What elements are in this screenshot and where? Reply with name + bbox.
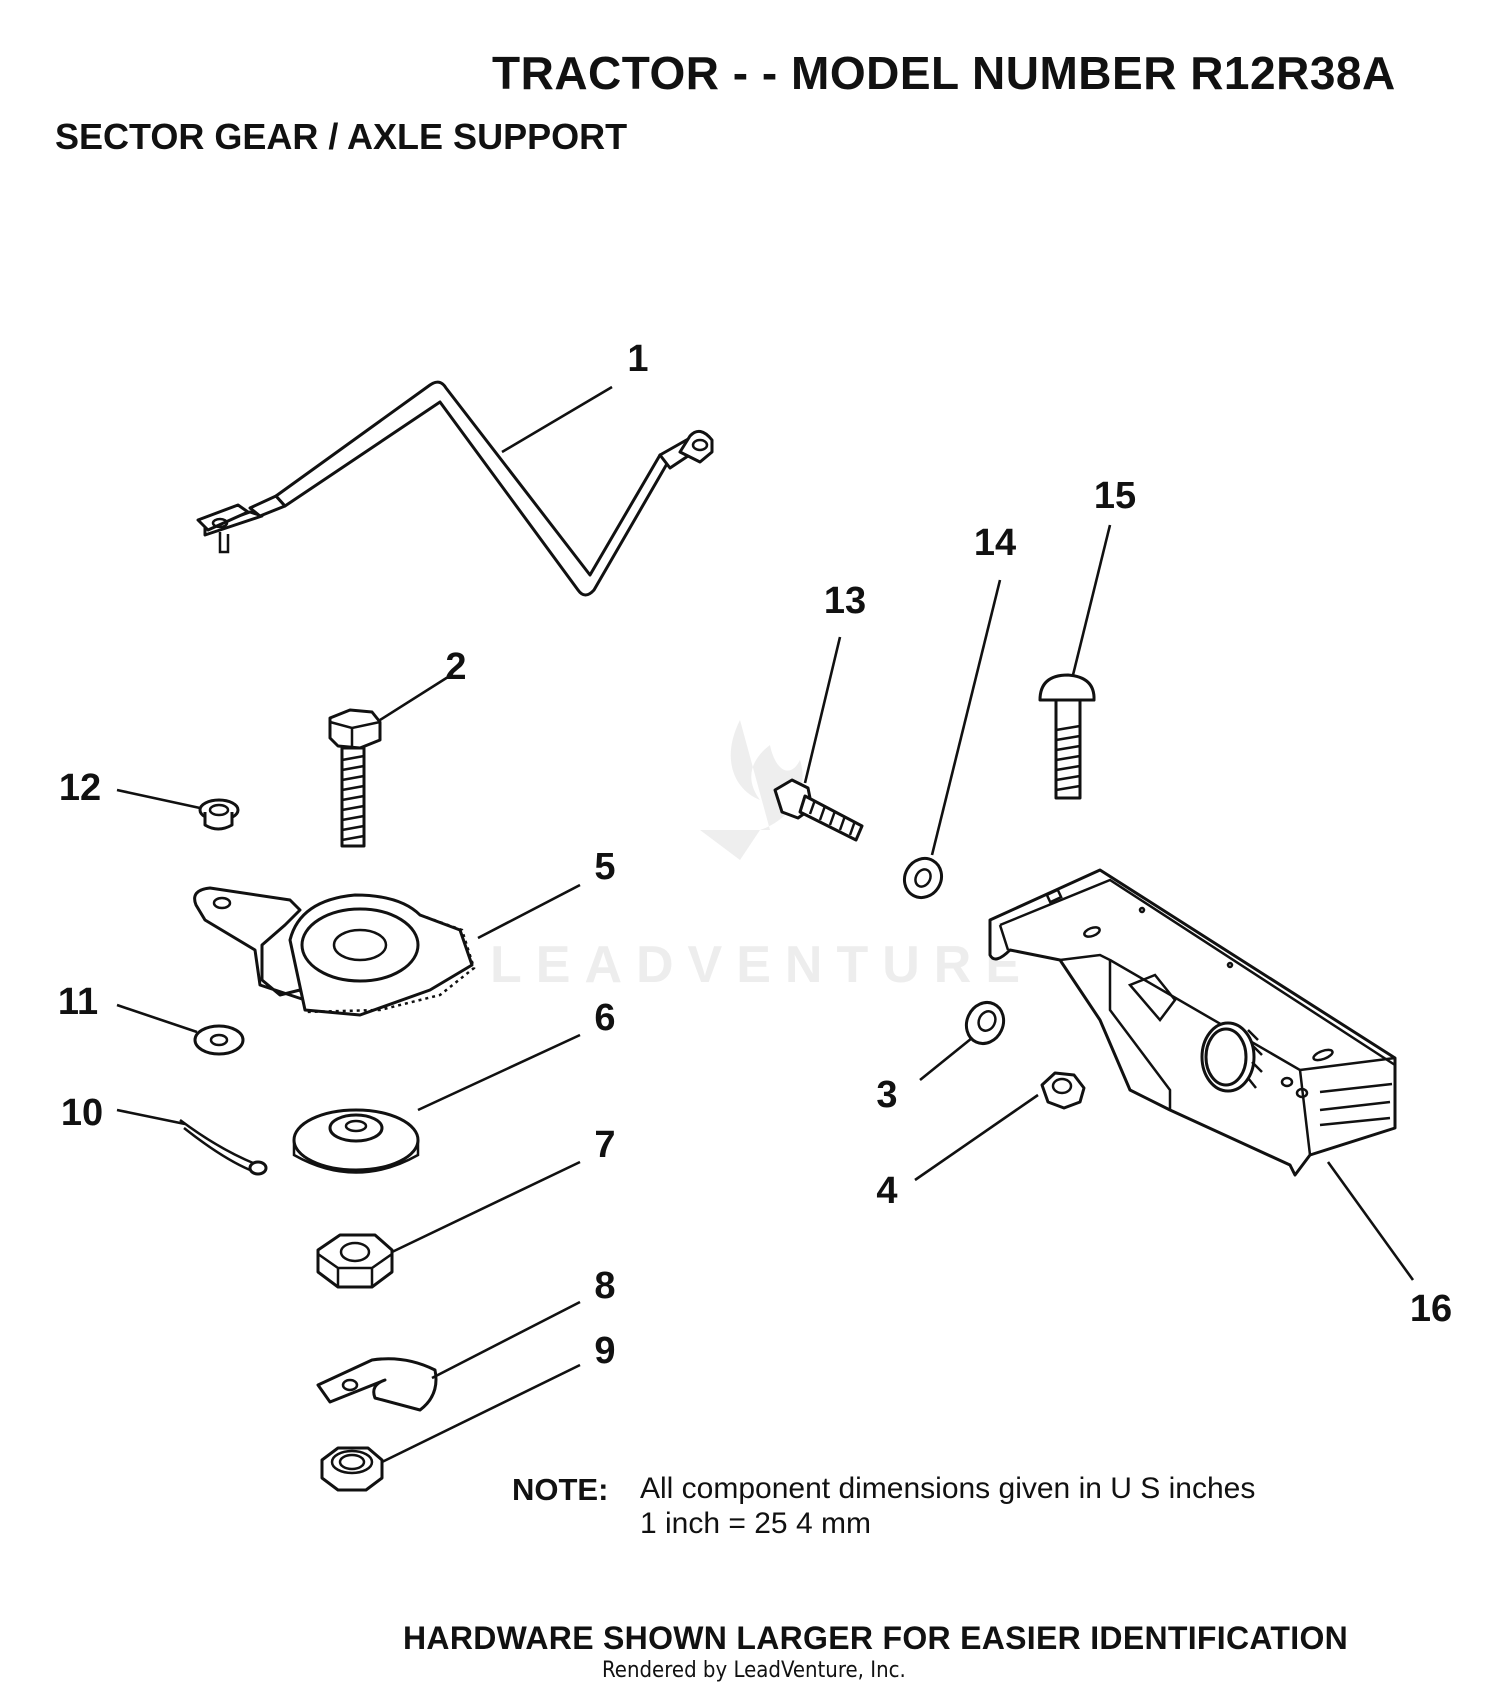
note-dimensions-line: All component dimensions given in U S in…: [640, 1472, 1256, 1505]
part-3-nut[interactable]: [960, 996, 1010, 1049]
callout-15: 15: [1093, 475, 1137, 517]
callout-2: 2: [445, 646, 467, 688]
part-14-washer[interactable]: [897, 852, 948, 905]
rendered-by-credit: Rendered by LeadVenture, Inc.: [602, 1658, 906, 1683]
part-9-lock-nut[interactable]: [320, 1446, 384, 1492]
callout-3: 3: [876, 1074, 898, 1116]
callout-16: 16: [1409, 1288, 1453, 1330]
leadventure-flame-logo: [700, 720, 803, 860]
callout-1: 1: [627, 338, 649, 380]
callout-9: 9: [594, 1330, 616, 1372]
callout-4: 4: [876, 1170, 898, 1212]
part-10-cotter-pin[interactable]: [179, 1118, 268, 1176]
part-16-axle-support[interactable]: [988, 868, 1397, 1177]
callout-11: 11: [57, 981, 99, 1023]
part-12-bushing[interactable]: [198, 798, 240, 831]
part-15-carriage-bolt[interactable]: [1038, 673, 1096, 800]
hardware-note: HARDWARE SHOWN LARGER FOR EASIER IDENTIF…: [403, 1620, 1349, 1656]
part-1-drag-link[interactable]: [196, 380, 714, 597]
diagram-title: TRACTOR - - MODEL NUMBER R12R38A: [492, 47, 1396, 99]
part-11-washer[interactable]: [193, 1024, 245, 1056]
note-conversion-line: 1 inch = 25 4 mm: [640, 1507, 871, 1540]
part-13-hex-bolt[interactable]: [773, 778, 864, 842]
callout-12: 12: [58, 767, 102, 809]
diagram-subtitle: SECTOR GEAR / AXLE SUPPORT: [55, 116, 628, 157]
watermark-text: LEADVENTURE: [490, 936, 1035, 994]
part-2-hex-bolt[interactable]: [328, 708, 382, 848]
part-4-lock-nut[interactable]: [1040, 1071, 1086, 1110]
callout-8: 8: [594, 1265, 616, 1307]
callout-6: 6: [594, 997, 616, 1039]
callout-10: 10: [60, 1092, 104, 1134]
part-6-spacer[interactable]: [292, 1108, 420, 1174]
part-5-sector-gear[interactable]: [193, 886, 476, 1017]
part-8-clamp[interactable]: [316, 1357, 438, 1412]
callout-7: 7: [594, 1124, 616, 1166]
callout-5: 5: [594, 846, 616, 888]
leader-lines: [116, 385, 1415, 1464]
callout-14: 14: [973, 522, 1017, 564]
part-7-hex-nut[interactable]: [316, 1233, 394, 1289]
callout-13: 13: [823, 580, 867, 622]
note-label: NOTE:: [512, 1472, 609, 1507]
